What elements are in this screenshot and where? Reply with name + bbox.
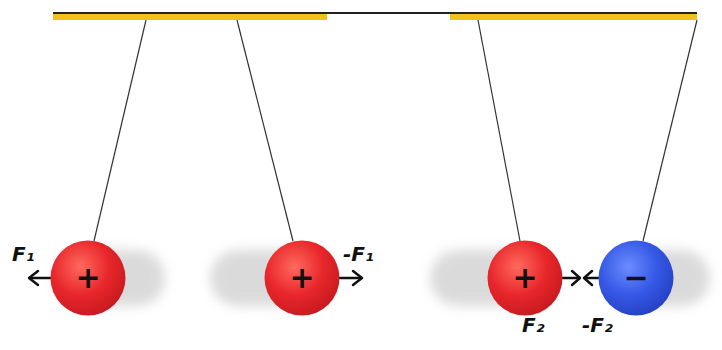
arrow-head	[29, 271, 38, 285]
charge-sign: +	[512, 263, 537, 293]
ball-circle	[599, 241, 674, 316]
charge-ball: −	[598, 240, 674, 316]
string	[643, 20, 697, 241]
ball-circle	[488, 241, 563, 316]
arrow-head	[572, 271, 580, 285]
arrow-head	[353, 271, 362, 285]
force-label: -F₁	[343, 243, 374, 265]
force-label: -F₂	[582, 314, 613, 336]
charge-sign: +	[75, 263, 100, 293]
force-arrow	[340, 277, 361, 280]
ceiling-bar	[450, 14, 697, 20]
ball-circle	[51, 241, 126, 316]
force-arrow	[30, 277, 50, 280]
arrow-head	[584, 271, 592, 285]
charge-ball: +	[50, 240, 126, 316]
charge-sign: −	[623, 263, 648, 293]
ceiling-bar	[53, 14, 327, 20]
force-arrow	[563, 277, 579, 280]
ball-circle	[265, 241, 340, 316]
string	[94, 20, 146, 241]
charge-ball: +	[264, 240, 340, 316]
string	[237, 20, 293, 241]
force-label: F₁	[12, 243, 34, 265]
string	[478, 20, 520, 241]
charge-ball: +	[487, 240, 563, 316]
ceiling-line	[53, 12, 697, 14]
force-arrow	[585, 277, 598, 280]
charge-sign: +	[289, 263, 314, 293]
force-label: F₂	[522, 314, 544, 336]
